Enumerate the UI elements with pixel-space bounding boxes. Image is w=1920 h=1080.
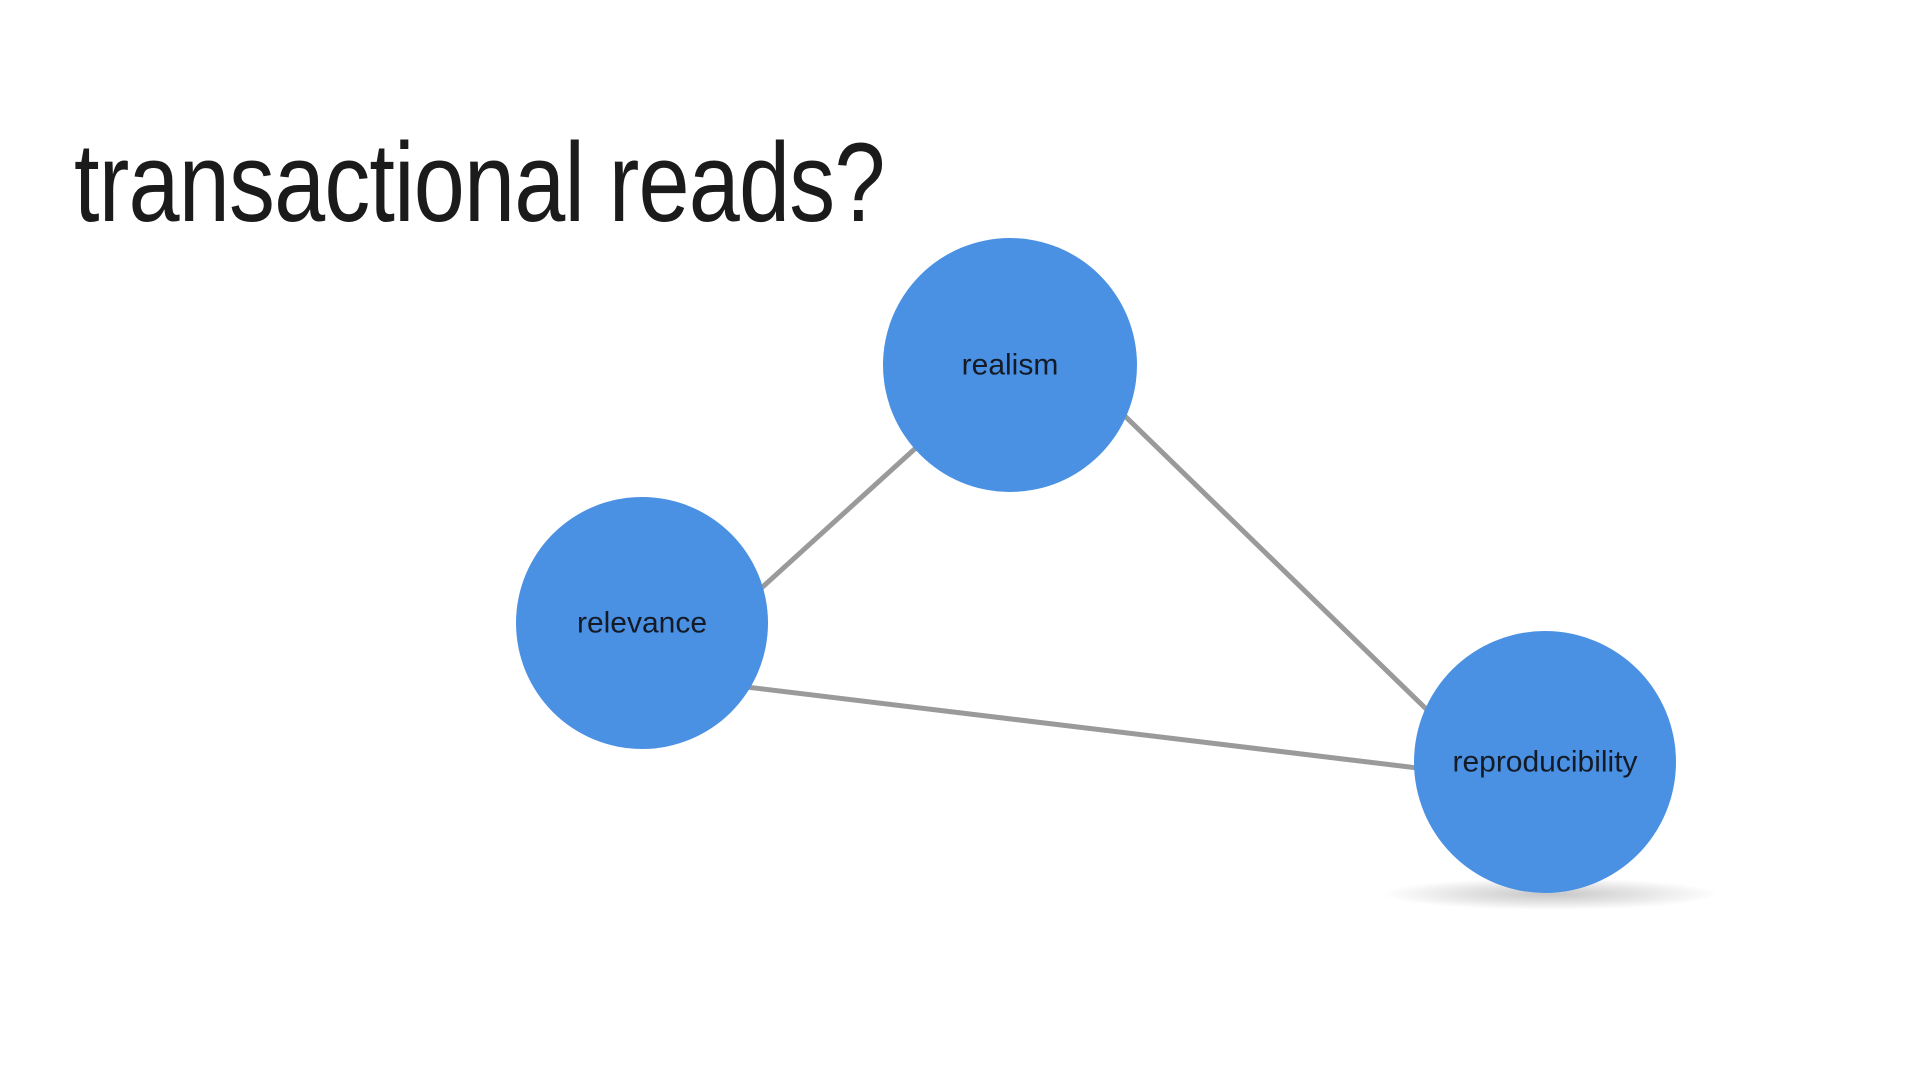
- slide-title: transactional reads?: [74, 120, 885, 245]
- node-label-realism: realism: [962, 349, 1059, 382]
- node-reproducibility: [1414, 631, 1676, 893]
- node-shadow-reproducibility: [1382, 878, 1718, 910]
- node-realism: [883, 238, 1137, 492]
- edge-realism-relevance: [733, 424, 942, 614]
- node-label-relevance: relevance: [577, 607, 707, 640]
- edge-relevance-reproducibility: [712, 680, 1460, 776]
- node-relevance: [516, 497, 768, 749]
- node-label-reproducibility: reproducibility: [1452, 746, 1637, 779]
- edge-realism-reproducibility: [1091, 383, 1458, 740]
